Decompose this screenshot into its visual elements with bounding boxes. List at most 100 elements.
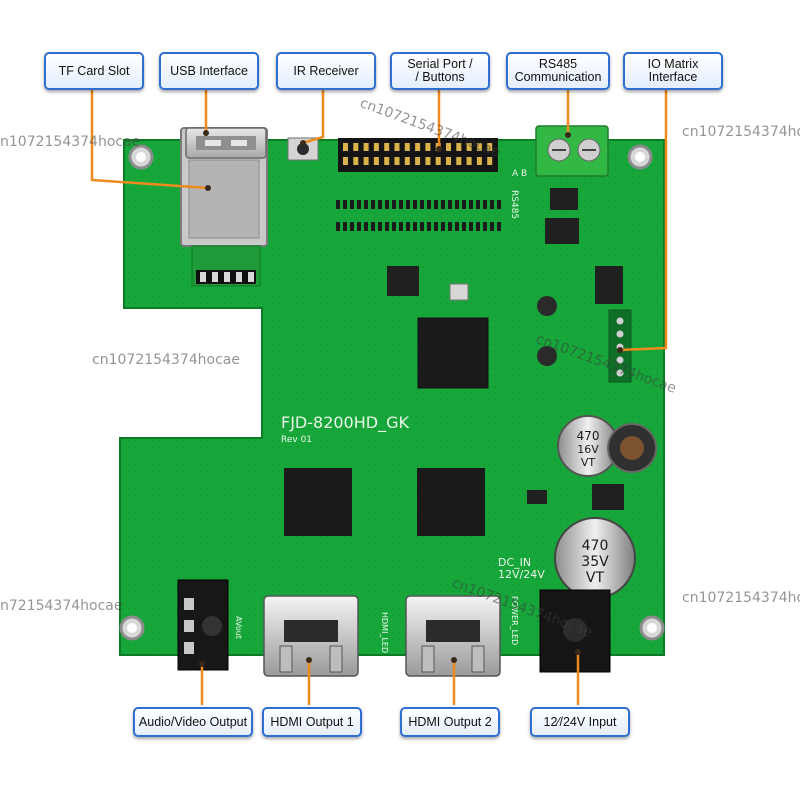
smd-part	[343, 200, 347, 209]
header-pin	[343, 143, 348, 151]
smd-part	[469, 200, 473, 209]
smd-part	[413, 200, 417, 209]
ic-chips	[284, 188, 624, 536]
smd-part	[378, 200, 382, 209]
smd-part	[406, 200, 410, 209]
smd-part	[420, 222, 424, 231]
header-pin	[384, 157, 390, 165]
watermark: n72154374hocae	[0, 598, 123, 614]
smd-part	[364, 200, 368, 209]
smd-part	[462, 222, 466, 231]
smd-part	[399, 222, 403, 231]
rs485-silk-label: RS485	[509, 190, 519, 219]
header-pin	[384, 143, 390, 151]
smd-part	[483, 200, 487, 209]
io-matrix-header	[608, 309, 632, 383]
callout-leader-lines	[90, 84, 668, 706]
smd-part	[357, 222, 361, 231]
leader-io-matrix	[618, 84, 668, 352]
header-pin	[466, 157, 472, 165]
smd-part	[399, 200, 403, 209]
power-led-label: POWER_LED	[510, 596, 519, 645]
callout-tf-card-slot: TF Card Slot	[44, 52, 144, 90]
smd-part	[357, 200, 361, 209]
watermark: n1072154374hocae	[0, 134, 141, 150]
header-pin	[435, 157, 441, 165]
hdmi-port-1	[263, 595, 359, 677]
av-jack	[177, 579, 229, 671]
smd-part	[378, 222, 382, 231]
header-pin	[466, 143, 472, 151]
smd-part	[434, 200, 438, 209]
header-pin	[446, 143, 451, 151]
smd-part	[469, 222, 473, 231]
smd-resistor-array	[336, 200, 501, 231]
header-pin	[456, 157, 462, 165]
header-pin	[343, 157, 348, 165]
header-pin	[476, 143, 482, 151]
smd-part	[343, 222, 347, 231]
header-pin	[373, 143, 379, 151]
dc-jack	[539, 589, 611, 673]
capacitor-large: 470 35V VT	[554, 517, 636, 599]
mounting-holes	[119, 144, 665, 641]
small-transistors	[537, 296, 557, 366]
smd-part	[497, 222, 501, 231]
smd-part	[455, 222, 459, 231]
smd-part	[455, 200, 459, 209]
hdmi-led-label: HDMI_LED	[380, 612, 389, 653]
smd-part	[476, 200, 480, 209]
rs485-terminal-block	[535, 125, 609, 177]
header-pin	[394, 157, 400, 165]
smd-part	[336, 200, 340, 209]
av-out-label: AVout	[234, 616, 243, 639]
svg-text:VT: VT	[586, 570, 605, 586]
smd-part	[371, 200, 375, 209]
header-pin	[487, 143, 493, 151]
callout-ir-receiver: IR Receiver	[276, 52, 376, 90]
smd-part	[448, 222, 452, 231]
watermark: cn1072154374hocae	[92, 352, 240, 368]
smd-part	[392, 200, 396, 209]
callout-usb-interface: USB Interface	[159, 52, 259, 90]
inductor	[607, 423, 657, 473]
header-pin	[415, 157, 421, 165]
smd-part	[448, 200, 452, 209]
smd-part	[336, 222, 340, 231]
usb-connector	[185, 127, 267, 159]
svg-text:470: 470	[582, 538, 609, 554]
smd-part	[406, 222, 410, 231]
smd-part	[350, 222, 354, 231]
callout-hdmi-output-2: HDMI Output 2	[400, 707, 500, 737]
smd-part	[434, 222, 438, 231]
smd-part	[476, 222, 480, 231]
smd-part	[490, 222, 494, 231]
capacitor-small: 470 16V VT	[557, 415, 619, 477]
svg-text:35V: 35V	[581, 554, 609, 570]
board-revision-label: Rev 01	[281, 435, 312, 445]
small-crystal	[449, 283, 469, 301]
header-pin-array	[343, 143, 493, 165]
ir-receiver-component	[287, 137, 319, 161]
smd-part	[490, 200, 494, 209]
dc-in-label: DC_IN	[498, 556, 531, 569]
watermark: cn1072154374ho	[682, 124, 800, 140]
header-pin	[404, 143, 410, 151]
callout-serial-port-buttons: Serial Port / / Buttons	[390, 52, 490, 90]
leader-ir	[301, 84, 325, 145]
smd-part	[371, 222, 375, 231]
header-pin	[446, 157, 451, 165]
callout-audio-video-output: Audio/Video Output	[133, 707, 253, 737]
leader-tf-card	[90, 84, 210, 190]
watermark: cn1072154374ho	[682, 590, 800, 606]
svg-text:16V: 16V	[577, 443, 599, 456]
board-model-label: FJD-8200HD_GK	[281, 413, 409, 433]
header-pin	[394, 143, 400, 151]
callout-rs485-communication: RS485 Communication	[506, 52, 610, 90]
header-pin	[425, 143, 431, 151]
smd-part	[427, 222, 431, 231]
header-pin	[425, 157, 431, 165]
smd-part	[385, 222, 389, 231]
smd-part	[462, 200, 466, 209]
